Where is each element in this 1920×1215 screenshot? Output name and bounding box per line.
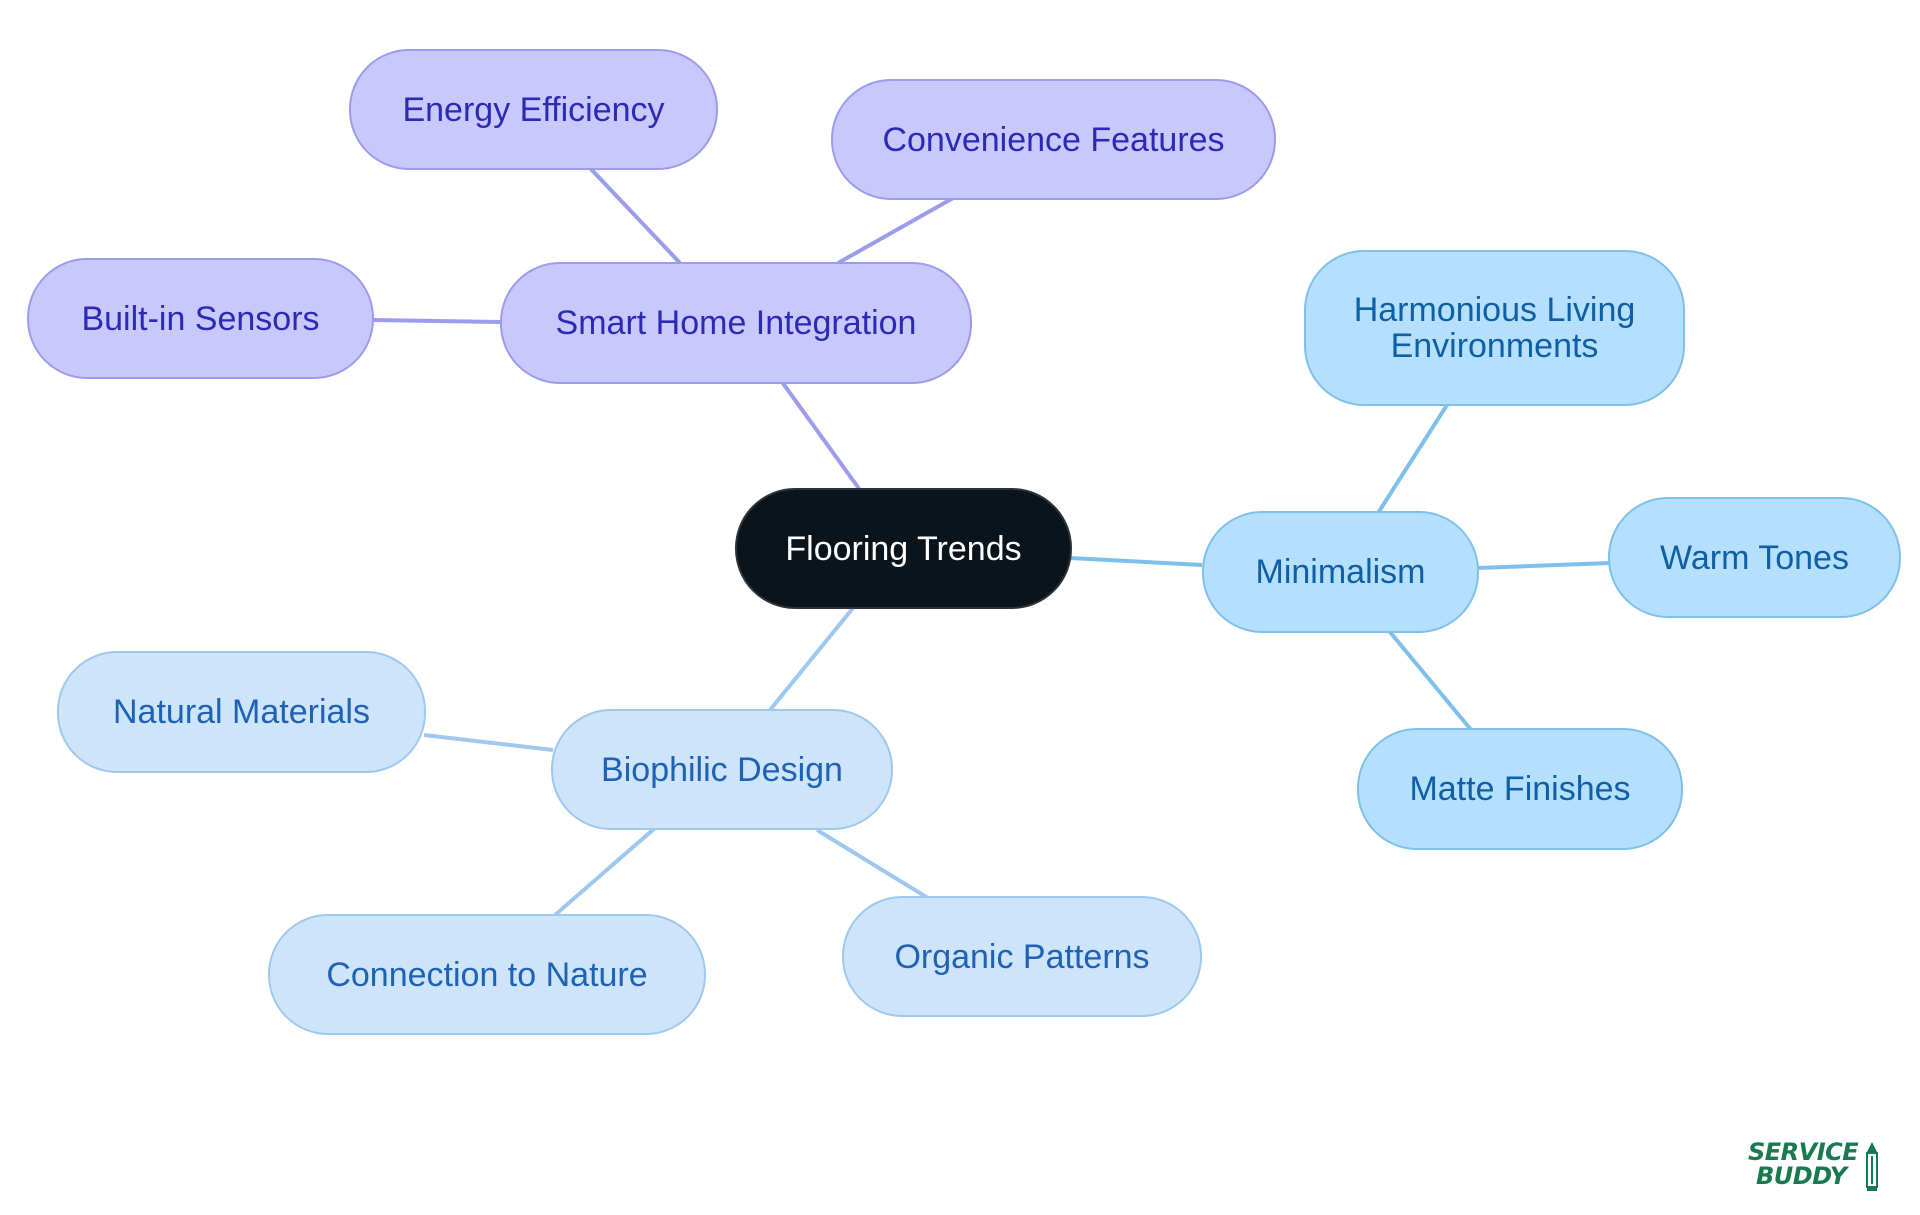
logo-line-1: SERVICE <box>1748 1138 1859 1166</box>
leaf-node-energy-efficiency: Energy Efficiency <box>349 49 718 170</box>
branch-node-smart-home-integration: Smart Home Integration <box>500 262 972 384</box>
branch-node-biophilic-design: Biophilic Design <box>551 709 893 830</box>
leaf-node-warm-tones: Warm Tones <box>1608 497 1901 618</box>
edge-smart-energy <box>588 166 682 265</box>
edge-biophilic-natural <box>423 733 554 752</box>
edge-minimalism-warm <box>1477 561 1611 570</box>
branch-node-minimalism: Minimalism <box>1202 511 1479 633</box>
leaf-node-connection-to-nature: Connection to Nature <box>268 914 706 1035</box>
leaf-node-natural-materials: Natural Materials <box>57 651 426 773</box>
service-buddy-logo: SERVICE BUDDY <box>1748 1140 1880 1194</box>
edge-smart-convenience <box>837 195 956 265</box>
logo-wordmark: SERVICE BUDDY <box>1748 1138 1859 1190</box>
leaf-node-convenience-features: Convenience Features <box>831 79 1276 200</box>
root-node-flooring-trends: Flooring Trends <box>735 488 1072 609</box>
edge-biophilic-connection <box>553 826 657 917</box>
edge-smart-sensors <box>372 318 501 324</box>
pencil-icon <box>1866 1142 1878 1191</box>
edge-root-biophilic <box>768 606 855 712</box>
edge-root-minimalism <box>1069 556 1203 567</box>
leaf-node-matte-finishes: Matte Finishes <box>1357 728 1683 850</box>
logo-line-2: BUDDY <box>1756 1162 1847 1190</box>
edge-minimalism-harmonious <box>1376 403 1449 515</box>
leaf-node-organic-patterns: Organic Patterns <box>842 896 1202 1017</box>
edge-root-smart <box>780 380 862 492</box>
leaf-node-built-in-sensors: Built-in Sensors <box>27 258 374 379</box>
edge-minimalism-matte <box>1388 630 1474 733</box>
edge-biophilic-organic <box>815 828 930 900</box>
leaf-node-harmonious-living-environments: Harmonious Living Environments <box>1304 250 1685 406</box>
